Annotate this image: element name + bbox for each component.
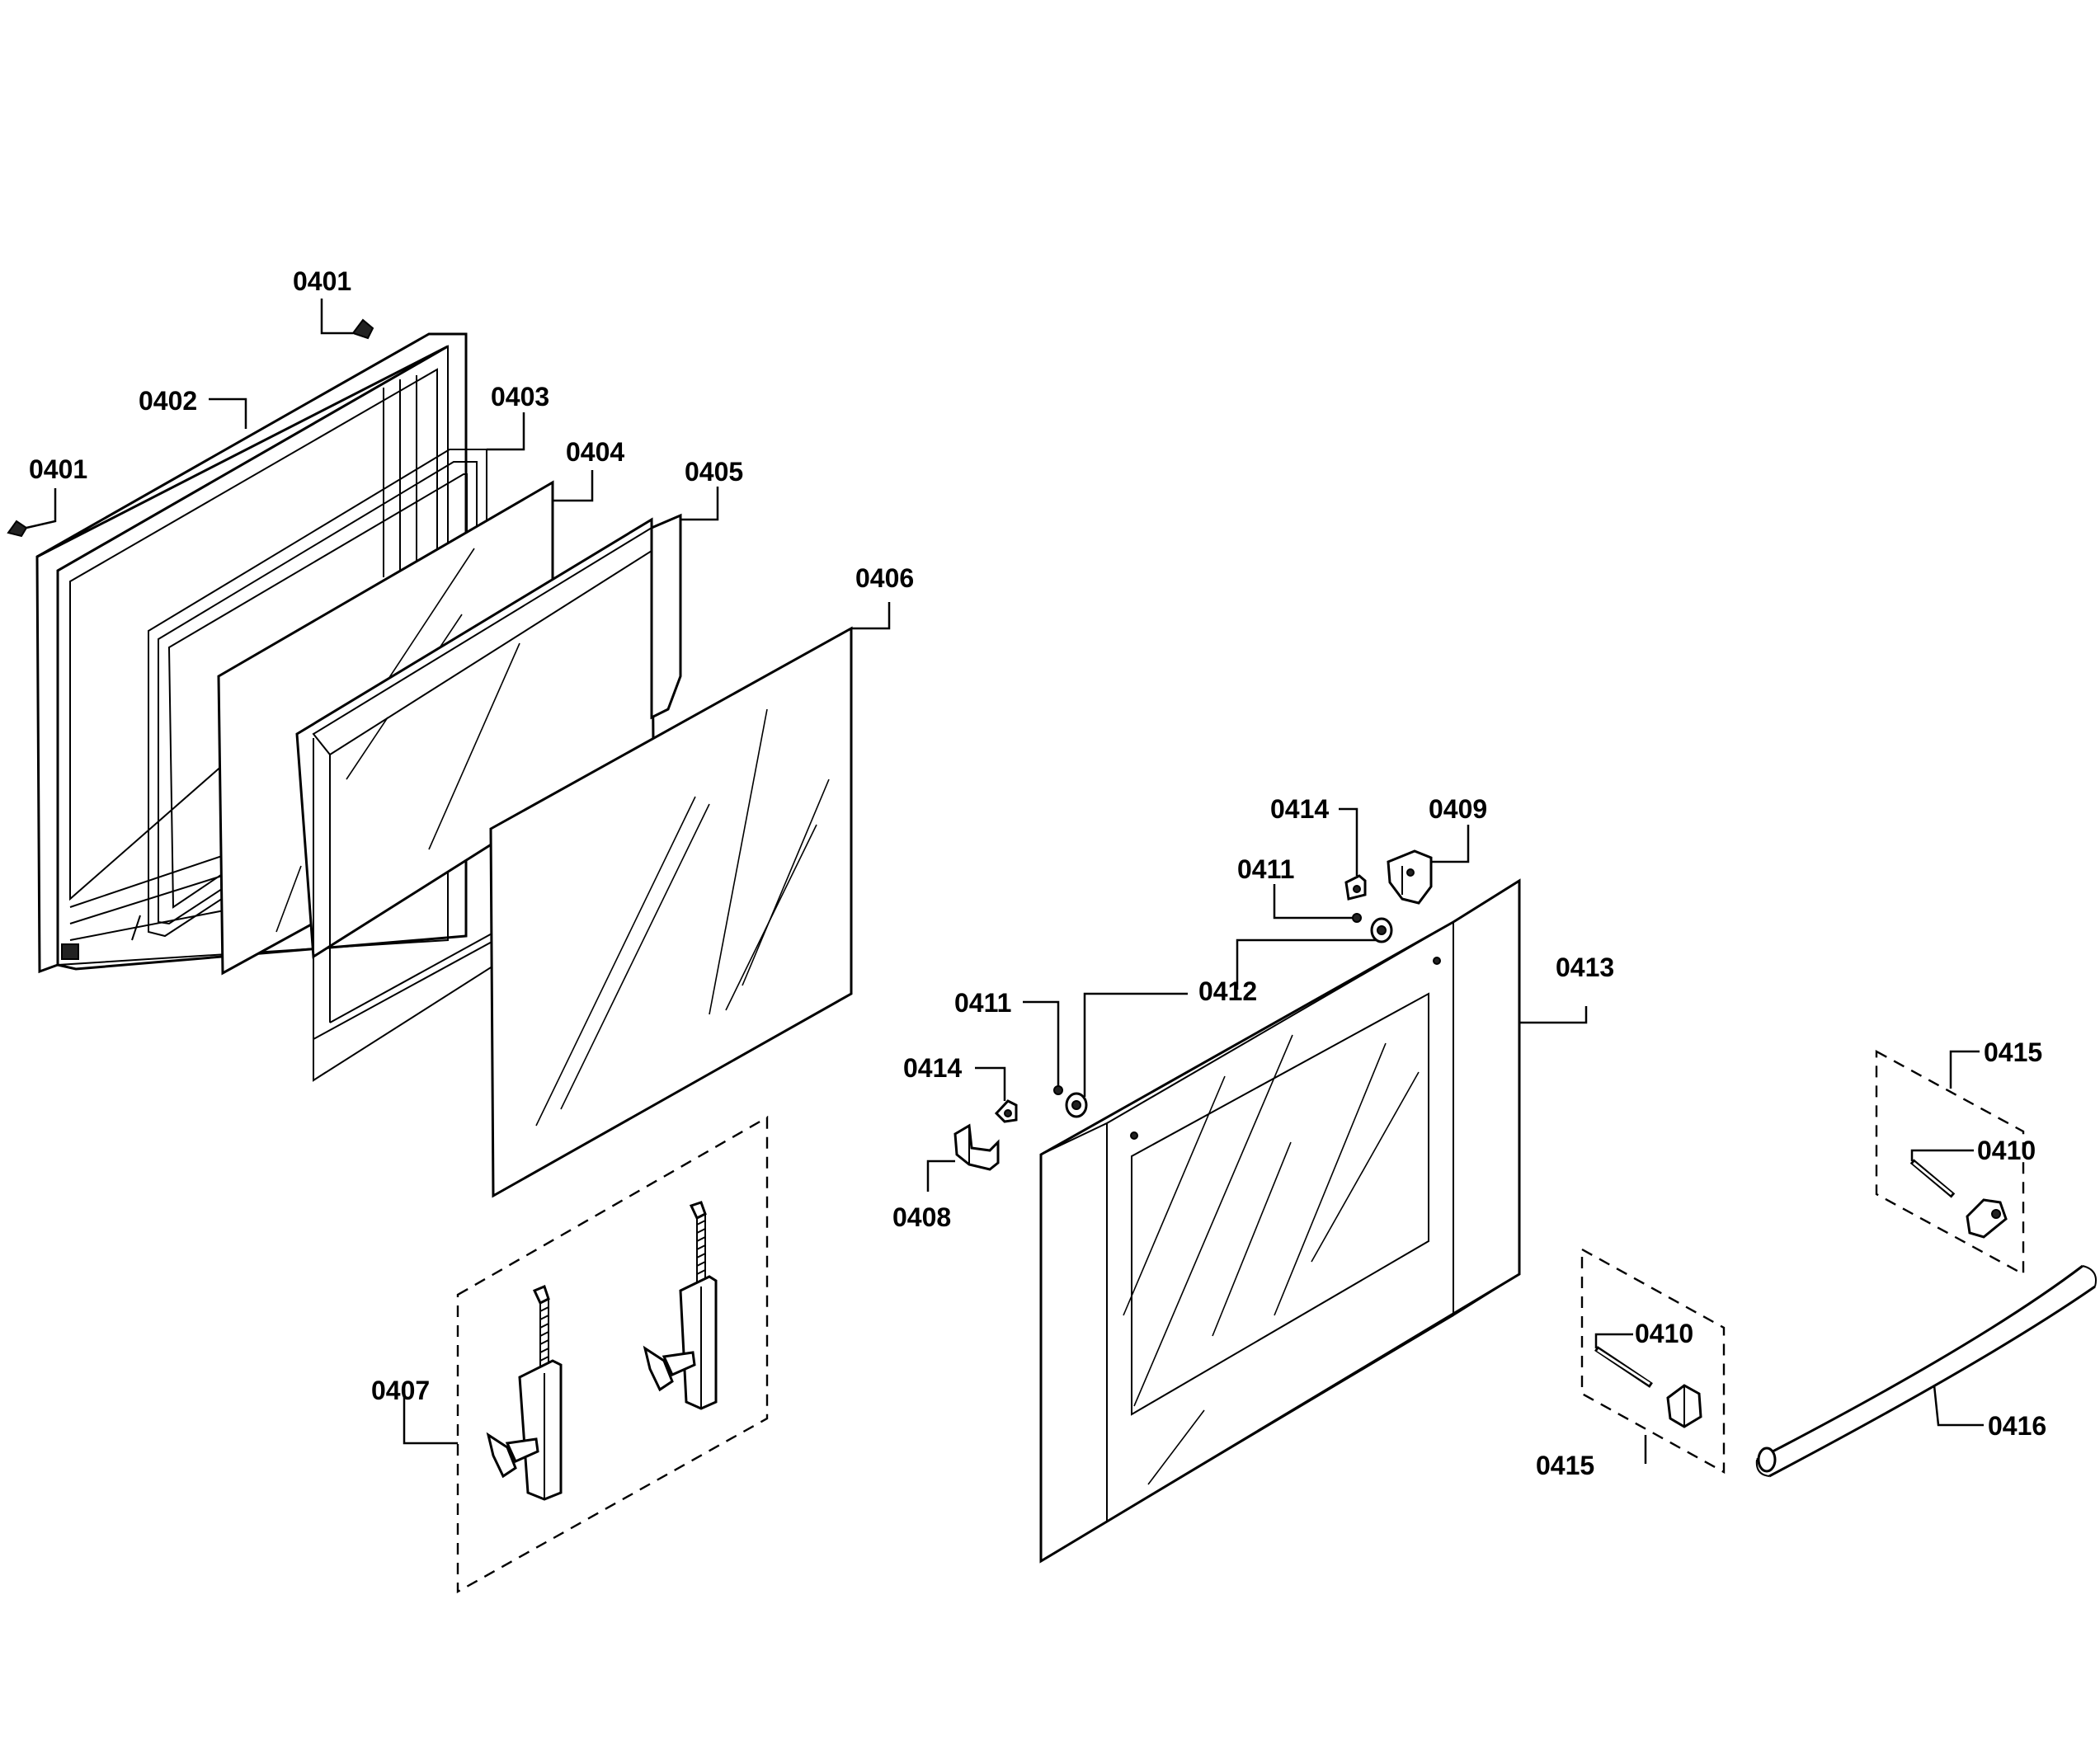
- leader-lines: [26, 299, 1984, 1464]
- part-0413-outer-door: [1039, 878, 1521, 1564]
- part-0401-screw-top: [351, 318, 374, 340]
- label-0412: 0412: [1198, 976, 1257, 1006]
- part-0406-front-glass: [489, 626, 853, 1198]
- label-0405: 0405: [685, 457, 743, 487]
- part-0410-rod-top: [1909, 1159, 1956, 1198]
- part-0416-handle: [1755, 1264, 2097, 1478]
- label-0406: 0406: [855, 563, 914, 593]
- part-0414-clip-right: [1344, 874, 1367, 901]
- part-0411-washer-right: [1352, 913, 1362, 923]
- part-0411-washer-left: [1053, 1085, 1063, 1095]
- label-0411-right: 0411: [1237, 854, 1294, 884]
- label-0416: 0416: [1988, 1411, 2046, 1441]
- part-0410-rod-bottom: [1594, 1346, 1653, 1388]
- label-0413: 0413: [1556, 953, 1614, 982]
- part-0408-bracket: [953, 1123, 1000, 1171]
- label-0402: 0402: [139, 386, 197, 416]
- label-0409: 0409: [1429, 794, 1487, 824]
- part-0414-clip-left: [994, 1099, 1018, 1123]
- label-0403: 0403: [491, 382, 549, 412]
- label-0401-left: 0401: [29, 454, 87, 484]
- label-0414-left: 0414: [903, 1053, 962, 1083]
- label-0408: 0408: [892, 1202, 951, 1232]
- part-labels: 0401 0401 0402 0403 0404 0405 0406 0407 …: [29, 266, 2046, 1480]
- label-0407: 0407: [371, 1376, 430, 1405]
- label-0404: 0404: [566, 437, 624, 467]
- label-0414-right: 0414: [1270, 794, 1329, 824]
- part-0401-screw-left: [7, 520, 28, 538]
- hinge-right: [643, 1201, 718, 1410]
- label-0415-top: 0415: [1984, 1037, 2042, 1067]
- label-0411-left: 0411: [954, 988, 1011, 1018]
- part-0412-roller-right: [1370, 917, 1393, 943]
- label-0410-bottom: 0410: [1635, 1319, 1693, 1348]
- label-0410-top: 0410: [1977, 1136, 2036, 1165]
- label-0415-bottom: 0415: [1536, 1451, 1594, 1480]
- hinge-left: [486, 1284, 563, 1501]
- part-0412-roller-left: [1065, 1092, 1088, 1118]
- part-0415-endcap-kit-bottom: [1580, 1247, 1726, 1475]
- label-0401-top: 0401: [293, 266, 351, 296]
- part-0409-bracket: [1387, 849, 1433, 905]
- part-0415-endcap-kit-top: [1875, 1049, 2025, 1277]
- part-0407-hinge-kit: [456, 1115, 769, 1594]
